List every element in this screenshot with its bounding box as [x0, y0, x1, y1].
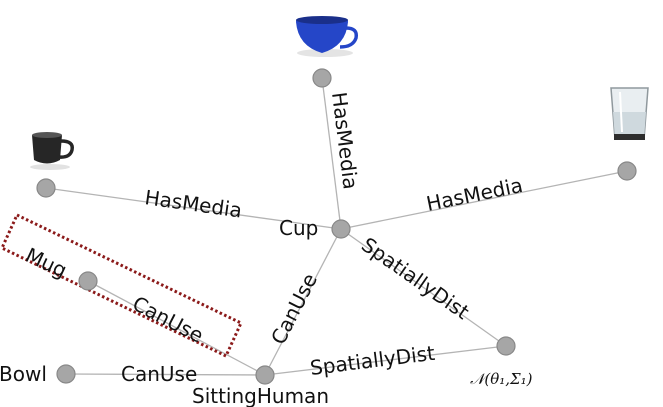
edge-sittinghuman-distribution: [264, 345, 507, 376]
node-mug: [78, 271, 98, 291]
blue-cup-image: [296, 16, 359, 57]
edge-label-mug-sittinghuman: CanUse: [129, 291, 208, 348]
edge-mug-sittinghuman: [87, 280, 266, 376]
highlight-box: [0, 212, 243, 359]
edge-label-cup-distribution: SpatiallyDist: [357, 232, 474, 324]
label-bowl: Bowl: [0, 362, 47, 386]
node-glass-media: [617, 161, 637, 181]
edge-cup-sittinghuman: [264, 228, 342, 376]
edge-cup-glass-media: [340, 170, 628, 230]
node-cup: [331, 219, 351, 239]
edge-cup-distribution: [340, 228, 507, 347]
edge-cup-blue-media: [321, 77, 342, 230]
node-black-mug-media: [36, 178, 56, 198]
label-distribution: 𝒩(θ₁,Σ₁): [470, 370, 533, 388]
node-distribution: [496, 336, 516, 356]
edge-label-cup-black-media: HasMedia: [143, 185, 243, 222]
edge-cup-black-media: [45, 187, 342, 230]
edge-label-bowl-sittinghuman: CanUse: [121, 362, 197, 386]
edge-label-cup-sittinghuman: CanUse: [266, 269, 322, 348]
node-blue-cup-media: [312, 68, 332, 88]
node-bowl: [56, 364, 76, 384]
black-mug-image: [30, 132, 75, 170]
node-sittinghuman: [255, 365, 275, 385]
edge-bowl-sittinghuman: [65, 373, 266, 376]
edge-label-cup-blue-media: HasMedia: [327, 91, 363, 191]
water-glass-image: [610, 87, 649, 140]
label-sittinghuman: SittingHuman: [192, 384, 329, 407]
edge-label-cup-glass-media: HasMedia: [424, 173, 525, 216]
label-cup: Cup: [279, 216, 318, 240]
edge-label-sittinghuman-distribution: SpatiallyDist: [309, 341, 437, 380]
